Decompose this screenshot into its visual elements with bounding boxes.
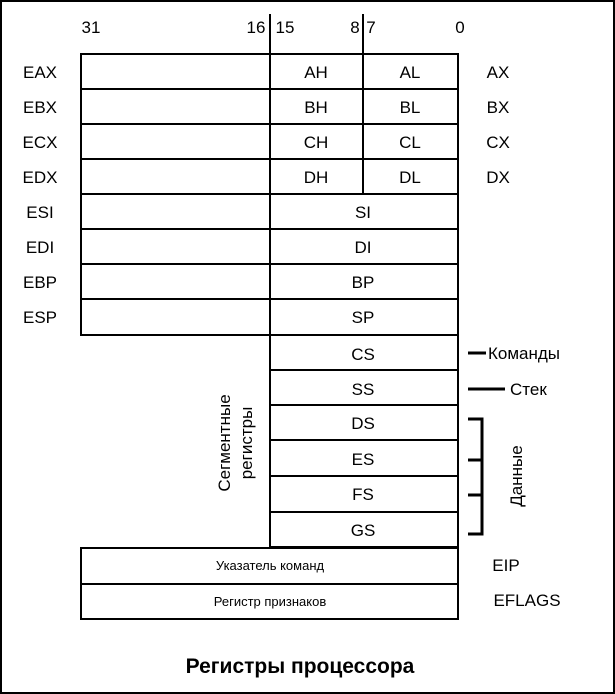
- eflags-name: EFLAGS: [493, 591, 560, 610]
- reg-16bit-name: DX: [486, 168, 510, 187]
- segment-register: FS: [269, 475, 459, 513]
- reg-low-byte: AL: [400, 63, 421, 82]
- segment-register-name: CS: [351, 345, 375, 364]
- reg-16bit-name: DI: [355, 238, 372, 257]
- segment-register-name: ES: [352, 450, 375, 469]
- reg-high-byte: AH: [304, 63, 328, 82]
- segment-label-line1: Сегментные: [215, 394, 234, 491]
- bit-label-16: 16: [247, 18, 266, 37]
- reg-16bit-name: CX: [486, 133, 510, 152]
- segment-registers-label: Сегментные регистры: [215, 394, 256, 491]
- data-bracket: [468, 417, 484, 536]
- reg-32bit-name: ECX: [23, 133, 58, 152]
- gp-register-row: EBX BH BL BX: [23, 88, 510, 125]
- reg-low-byte: DL: [399, 168, 421, 187]
- reg-high-byte: CH: [304, 133, 329, 152]
- reg-16bit-name: SI: [355, 203, 371, 222]
- reg-32bit-name: EDX: [23, 168, 58, 187]
- reg-32bit-name: EBX: [23, 98, 57, 117]
- reg-16bit-name: AX: [487, 63, 510, 82]
- segment-register: DS: [269, 404, 459, 441]
- data-label: Данные: [507, 445, 526, 506]
- eip-description: Указатель команд: [216, 558, 325, 573]
- index-register-row: EBP BP: [23, 263, 459, 300]
- gp-register-row: EDX DH DL DX: [23, 158, 510, 195]
- reg-32bit-name: ESI: [26, 203, 53, 222]
- bit-label-31: 31: [82, 18, 101, 37]
- bit-label-7: 7: [366, 18, 375, 37]
- commands-label: Команды: [488, 344, 560, 363]
- reg-low-byte: CL: [399, 133, 421, 152]
- eip-name: EIP: [492, 556, 519, 575]
- index-register-row: ESP SP: [23, 298, 459, 336]
- bit-label-15: 15: [276, 18, 295, 37]
- reg-high-byte: BH: [304, 98, 328, 117]
- segment-label-line2: регистры: [237, 407, 256, 480]
- eip-register: Указатель команд EIP: [80, 547, 520, 585]
- reg-16bit-name: SP: [352, 308, 375, 327]
- index-register-row: ESI SI: [26, 193, 459, 230]
- segment-register: GS: [269, 511, 459, 548]
- reg-high-byte: DH: [304, 168, 329, 187]
- reg-32bit-name: EBP: [23, 273, 57, 292]
- segment-register-name: FS: [352, 485, 374, 504]
- index-register-row: EDI DI: [26, 228, 459, 265]
- segment-register: ES: [269, 439, 459, 477]
- segment-register: CS: [269, 334, 459, 371]
- gp-register-row: EAX AH AL AX: [23, 53, 510, 90]
- reg-32bit-name: EAX: [23, 63, 57, 82]
- segment-register-name: DS: [351, 414, 375, 433]
- segment-register-name: SS: [352, 380, 375, 399]
- reg-low-byte: BL: [400, 98, 421, 117]
- reg-16bit-name: BX: [487, 98, 510, 117]
- stack-label: Стек: [510, 380, 547, 399]
- reg-32bit-name: EDI: [26, 238, 54, 257]
- segment-register: SS: [269, 369, 459, 406]
- segment-register-name: GS: [351, 521, 376, 540]
- eflags-register: Регистр признаков EFLAGS: [80, 583, 561, 620]
- reg-16bit-name: BP: [352, 273, 375, 292]
- reg-32bit-name: ESP: [23, 308, 57, 327]
- diagram-title: Регистры процессора: [186, 655, 415, 678]
- gp-register-row: ECX CH CL CX: [23, 123, 510, 160]
- bit-label-0: 0: [455, 18, 464, 37]
- eflags-description: Регистр признаков: [214, 594, 327, 609]
- bit-label-8: 8: [350, 18, 359, 37]
